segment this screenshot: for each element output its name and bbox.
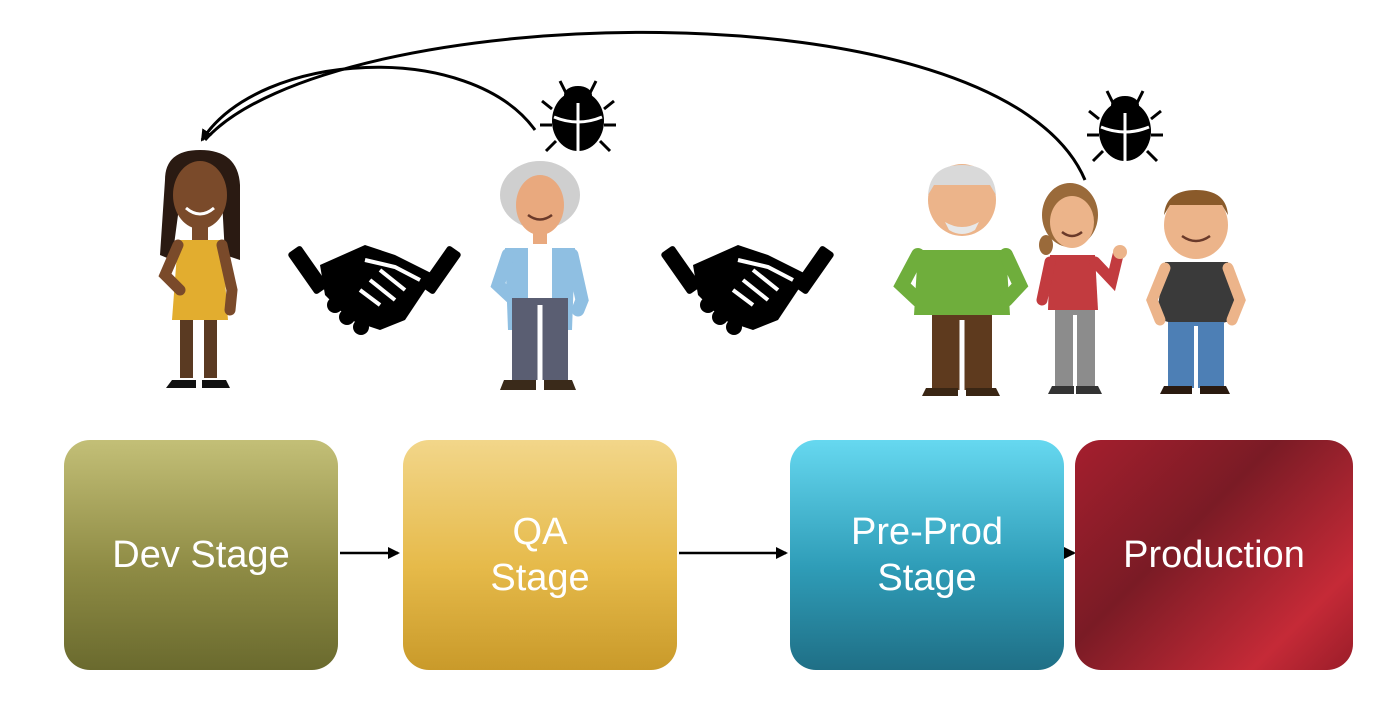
- preprod-stage-label: Pre-Prod Stage: [850, 511, 1004, 599]
- handshake-icon: [661, 245, 834, 335]
- feedback-arrow-from-qa: [200, 65, 537, 142]
- production-stage-label: Production: [1123, 534, 1305, 576]
- production-stage-box: Production: [1075, 440, 1353, 670]
- bug-icon: [1087, 90, 1163, 163]
- qa-stage-box: QA Stage: [403, 440, 677, 670]
- qa-tester-figure: [490, 161, 589, 390]
- older-man-figure: [893, 164, 1029, 396]
- dev-stage-label: Dev Stage: [112, 534, 290, 576]
- developer-figure: [158, 150, 240, 388]
- qa-stage-label: QA Stage: [490, 511, 590, 599]
- dev-stage-box: Dev Stage: [64, 440, 338, 670]
- handshake-icon: [288, 245, 461, 335]
- boy-figure: [1146, 190, 1246, 394]
- feedback-arrow-from-production: [203, 30, 1087, 181]
- preprod-stage-box: Pre-Prod Stage: [790, 440, 1064, 670]
- girl-figure: [1036, 183, 1127, 394]
- bug-icon: [540, 80, 616, 153]
